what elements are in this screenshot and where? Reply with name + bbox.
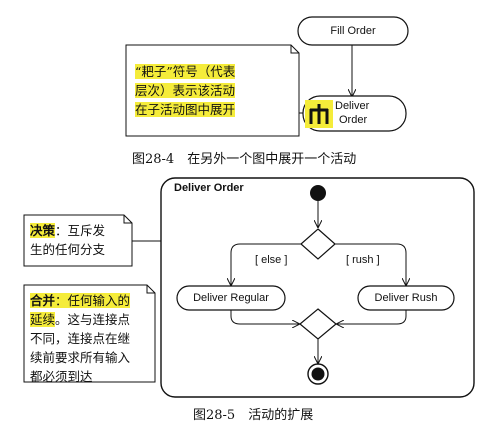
decision-term: 决策 (30, 223, 56, 238)
decision-node (300, 228, 336, 260)
flow-rush-to-merge (337, 310, 407, 324)
note-rake-line-1: “耙子”符号（代表 (135, 64, 236, 79)
note-rake: “耙子”符号（代表 层次）表示该活动 在子活动图中展开 (135, 62, 295, 119)
flow-regular-to-merge (230, 310, 299, 324)
fill-order-label: Fill Order (330, 25, 376, 37)
deliver-regular-label: Deliver Regular (193, 292, 269, 304)
flow-rush-branch (335, 243, 406, 285)
figure-caption-28-5: 图28-5 活动的扩展 (193, 408, 314, 423)
note-rake-line-3: 在子活动图中展开 (135, 102, 236, 117)
rake-icon (309, 104, 329, 124)
merge-note-shape (23, 284, 156, 383)
frame-title: Deliver Order (174, 182, 244, 194)
decision-note: 决策：互斥发 生的任何分支 (30, 223, 106, 257)
note-rake-line-2: 层次）表示该活动 (135, 83, 236, 98)
activity-frame (160, 177, 475, 398)
guard-else: [ else ] (255, 254, 288, 266)
merge-term: 合并 (30, 293, 56, 308)
guard-rush: [ rush ] (346, 254, 380, 266)
fill-order-node (297, 16, 409, 46)
flow-else-branch (231, 243, 301, 285)
merge-note: 合并：任何输入的 延续。这与连接点 不同，连接点在继 续前要求所有输入 都必须到… (30, 293, 131, 384)
deliver-order-label: Deliver Order (335, 100, 370, 126)
deliver-rush-label: Deliver Rush (374, 292, 438, 304)
figure-caption-28-4: 图28-4 在另外一个图中展开一个活动 (132, 152, 357, 167)
initial-node (310, 185, 326, 201)
